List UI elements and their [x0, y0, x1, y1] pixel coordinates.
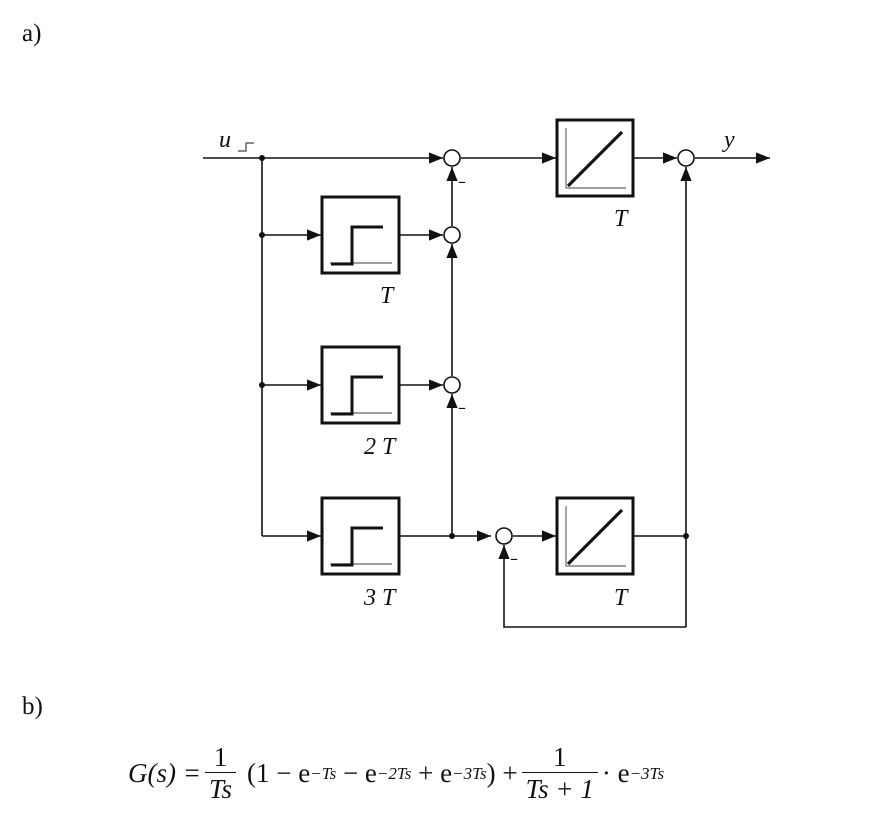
fraction-2-denominator: Ts + 1 [521, 772, 598, 805]
summer-bottom [495, 527, 513, 545]
paren-close: ) + [486, 758, 518, 788]
exponent-2: −2Ts [376, 763, 412, 783]
input-label: u [219, 127, 231, 153]
delay3-label: 3 T [363, 585, 397, 611]
integrator-block-bottom [555, 496, 635, 576]
integrator-top-label: T [614, 206, 629, 232]
junction-dot [259, 155, 265, 161]
part-b-label: b) [22, 693, 43, 720]
plus-e: + e [411, 758, 453, 788]
delay-block-1 [320, 195, 401, 275]
exponent-3: −3Ts [452, 763, 487, 783]
minus-sign: – [458, 172, 466, 191]
exponent-1: −Ts [310, 763, 337, 783]
dot-e: · e [601, 758, 630, 788]
delay-block-3 [320, 496, 401, 576]
summer-top [443, 149, 461, 167]
fraction-2-numerator: 1 [552, 742, 567, 772]
integrator-block-top [555, 118, 635, 198]
summer-output [677, 149, 695, 167]
junction-dot [259, 232, 265, 238]
summer-delay2 [443, 376, 461, 394]
junction-dot [259, 382, 265, 388]
feedback-loop [498, 545, 686, 628]
block-diagram: u y T T 2 T 3 T T – – – [203, 118, 770, 628]
minus-sign: – [458, 398, 466, 417]
integrator-bottom-label: T [614, 585, 629, 611]
paren-open: (1 − e [247, 758, 311, 788]
output-label: y [722, 127, 735, 153]
exponent-4: −3Ts [629, 763, 665, 783]
transfer-function-formula: G(s) = 1 Ts (1 − e−Ts − e−2Ts + e−3Ts ) … [128, 742, 664, 805]
junction-dot [683, 533, 689, 539]
fraction-1-numerator: 1 [213, 742, 228, 772]
part-a-label: a) [22, 20, 42, 47]
fraction-1: 1 Ts [204, 742, 237, 805]
delay2-label: 2 T [364, 434, 397, 460]
fraction-2: 1 Ts + 1 [521, 742, 598, 805]
formula-lhs: G(s) = [128, 758, 201, 788]
fraction-1-denominator: Ts [204, 772, 237, 805]
summer-delay1 [443, 226, 461, 244]
delay1-label: T [380, 283, 395, 309]
step-input-icon [238, 142, 254, 152]
minus-sign: – [510, 549, 518, 568]
delay-block-2 [320, 345, 401, 425]
minus-e: − e [336, 758, 377, 788]
junction-dot [449, 533, 455, 539]
